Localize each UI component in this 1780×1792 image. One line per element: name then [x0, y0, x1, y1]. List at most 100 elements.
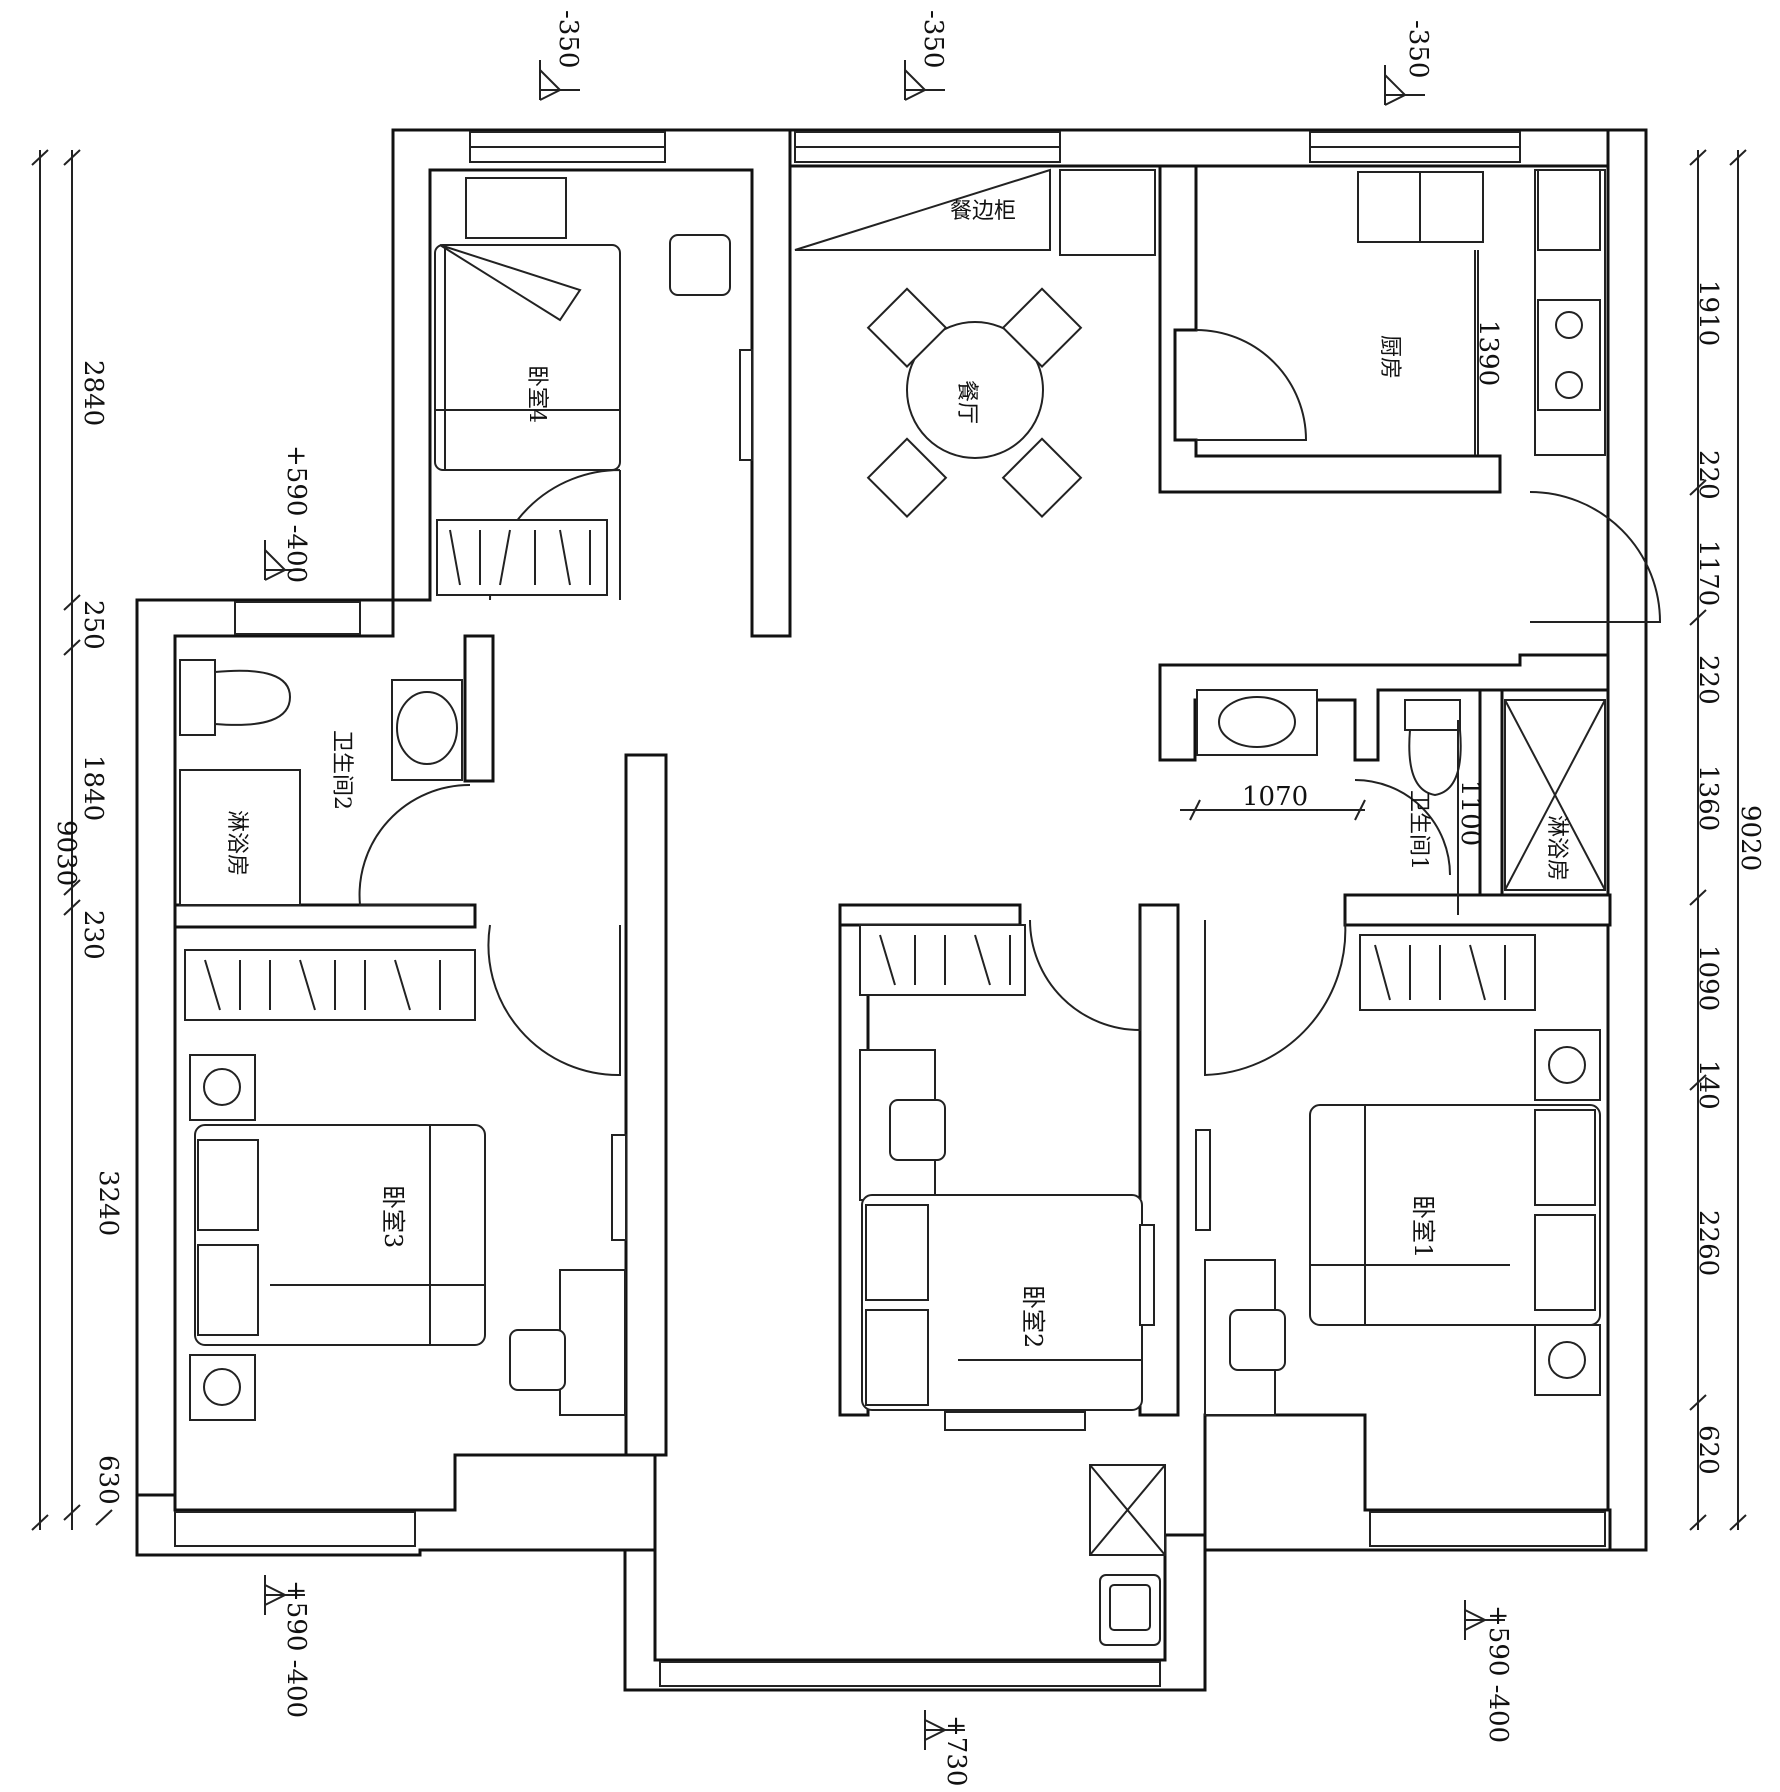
dining-chair-2 — [1001, 287, 1083, 369]
bed1-nightstand-top — [1534, 1029, 1601, 1101]
dim-right-1360: 1360 — [1693, 765, 1723, 831]
dining-chair-1 — [866, 287, 948, 369]
right-dimensions: 1910 220 1170 220 1360 9020 1090 140 226… — [1689, 149, 1765, 1531]
kitchen-stove — [1537, 299, 1601, 411]
room-label-bathroom1: 卫生间1 — [1406, 790, 1431, 870]
bed1-wardrobe — [1359, 934, 1536, 1011]
dim-left-630: 630 — [93, 1455, 123, 1505]
walls — [135, 128, 1648, 1692]
room-label-bathroom2: 卫生间2 — [329, 730, 354, 810]
dim-left-3240: 3240 — [93, 1170, 123, 1236]
dim-bath-1070: 1070 — [1242, 782, 1308, 812]
dim-right-220b: 220 — [1693, 655, 1723, 705]
bed3-closet-panel — [611, 1134, 627, 1241]
bed1-closet-panel — [1195, 1129, 1211, 1231]
bed4-nightstand — [465, 177, 567, 239]
dim-right-140: 140 — [1693, 1060, 1723, 1110]
room-label-dining: 餐厅 — [954, 380, 979, 424]
bed3-pillow-1 — [197, 1139, 259, 1231]
wall-bed1-top — [1343, 893, 1612, 927]
level-mid-left: +590 -400 — [281, 445, 311, 583]
dim-left-250: 250 — [78, 600, 108, 650]
bed2-chair — [889, 1099, 946, 1161]
sideboard-cabinet — [794, 168, 1051, 251]
dim-right-1170: 1170 — [1693, 540, 1723, 606]
level-markers: -350 -350 -350 +590 -400 +590 -400 +590 … — [264, 10, 1513, 1786]
room-label-sideboard: 餐边柜 — [950, 199, 1016, 224]
door-bedroom2 — [1029, 919, 1141, 1032]
window-bottom-right — [1369, 1511, 1606, 1547]
room-label-shower-a: 淋浴房 — [224, 810, 249, 876]
door-bedroom3 — [487, 924, 621, 1077]
bed3-nightstand-top — [189, 1054, 256, 1121]
bed3-bed — [194, 1124, 486, 1346]
door-entry — [1529, 491, 1662, 623]
room-label-kitchen: 厨房 — [1377, 335, 1402, 379]
bed1-nightstand-bottom — [1534, 1324, 1601, 1396]
bed2-closet-panel — [1139, 1224, 1155, 1326]
bed3-nightstand-bottom — [189, 1354, 256, 1421]
bath2-toilet — [179, 659, 292, 736]
dim-right-9020: 9020 — [1735, 805, 1765, 871]
bed4-bed — [434, 244, 621, 471]
door-kitchen — [1195, 329, 1308, 441]
dining-table — [906, 321, 1044, 459]
bed3-wardrobe — [184, 949, 476, 1021]
room-labels: 卧室4 餐边柜 餐厅 厨房 卫生间2 淋浴房 卫生间1 淋浴房 卧室3 卧室2 … — [224, 199, 1569, 1348]
dim-right-1090: 1090 — [1693, 945, 1723, 1011]
bed3-pillow-2 — [197, 1244, 259, 1336]
bed3-desk — [559, 1269, 626, 1416]
door-bath1 — [1354, 779, 1451, 876]
level-top-mid: -350 — [918, 10, 948, 68]
dim-bath-1100: 1100 — [1455, 780, 1485, 846]
interior-dimensions: 1390 1070 1100 — [1180, 250, 1503, 915]
bed4-desk — [739, 349, 753, 461]
dining-chair-3 — [866, 437, 948, 519]
bed1-pillow-2 — [1534, 1214, 1596, 1311]
wall-bed2-top — [838, 903, 1022, 927]
bed3-chair — [509, 1329, 566, 1391]
dim-left-1840: 1840 — [78, 755, 108, 821]
bed2-pillow-2 — [865, 1309, 929, 1406]
room-label-bedroom1: 卧室1 — [1409, 1195, 1437, 1258]
dim-right-220a: 220 — [1693, 450, 1723, 500]
door-bedroom1 — [1204, 919, 1347, 1077]
dim-right-2260: 2260 — [1693, 1210, 1723, 1276]
wall-bath2-right — [463, 634, 495, 783]
bath1-vanity — [1196, 689, 1318, 756]
wall-bedroom4-outer — [391, 128, 792, 638]
window-bottom-left — [174, 1511, 416, 1547]
bed4-chair — [669, 234, 731, 296]
left-dimensions: 2840 250 1840 9030 230 3240 630 — [31, 149, 123, 1531]
wall-bed2-right — [1138, 903, 1180, 1417]
level-top-right: -350 — [1403, 20, 1433, 78]
door-bath2 — [358, 783, 471, 906]
dim-right-1910: 1910 — [1693, 280, 1723, 346]
bath1-toilet — [1404, 699, 1462, 797]
room-label-bedroom2: 卧室2 — [1019, 1285, 1047, 1348]
kitchen-corner-cabinet — [1537, 169, 1601, 251]
room-label-bedroom4: 卧室4 — [524, 365, 549, 423]
window-balcony — [659, 1661, 1161, 1687]
wall-bath2-bottom — [173, 903, 477, 929]
wall-corridor-left — [624, 753, 668, 1457]
level-bottom-mid: +730 — [941, 1715, 971, 1786]
furniture — [179, 168, 1606, 1646]
balcony-sink — [1099, 1574, 1161, 1646]
wall-bottom-right — [1203, 1413, 1612, 1552]
wall-bath1 — [1158, 653, 1610, 762]
room-label-shower-b: 淋浴房 — [1544, 815, 1569, 881]
level-bottom-right: +590 -400 — [1483, 1605, 1513, 1743]
bed1-chair — [1229, 1309, 1286, 1371]
bed1-pillow-1 — [1534, 1109, 1596, 1206]
windows — [174, 131, 1606, 1687]
bed2-pillow-1 — [865, 1204, 929, 1301]
wall-bath1-shower-div — [1478, 688, 1504, 897]
bath2-shower — [179, 769, 301, 906]
dim-right-620: 620 — [1693, 1425, 1723, 1475]
bed2-wardrobe — [859, 924, 1026, 996]
window-bed2 — [944, 1411, 1086, 1431]
level-bottom-left: +590 -400 — [281, 1580, 311, 1718]
wall-right-outer — [1606, 128, 1648, 1552]
